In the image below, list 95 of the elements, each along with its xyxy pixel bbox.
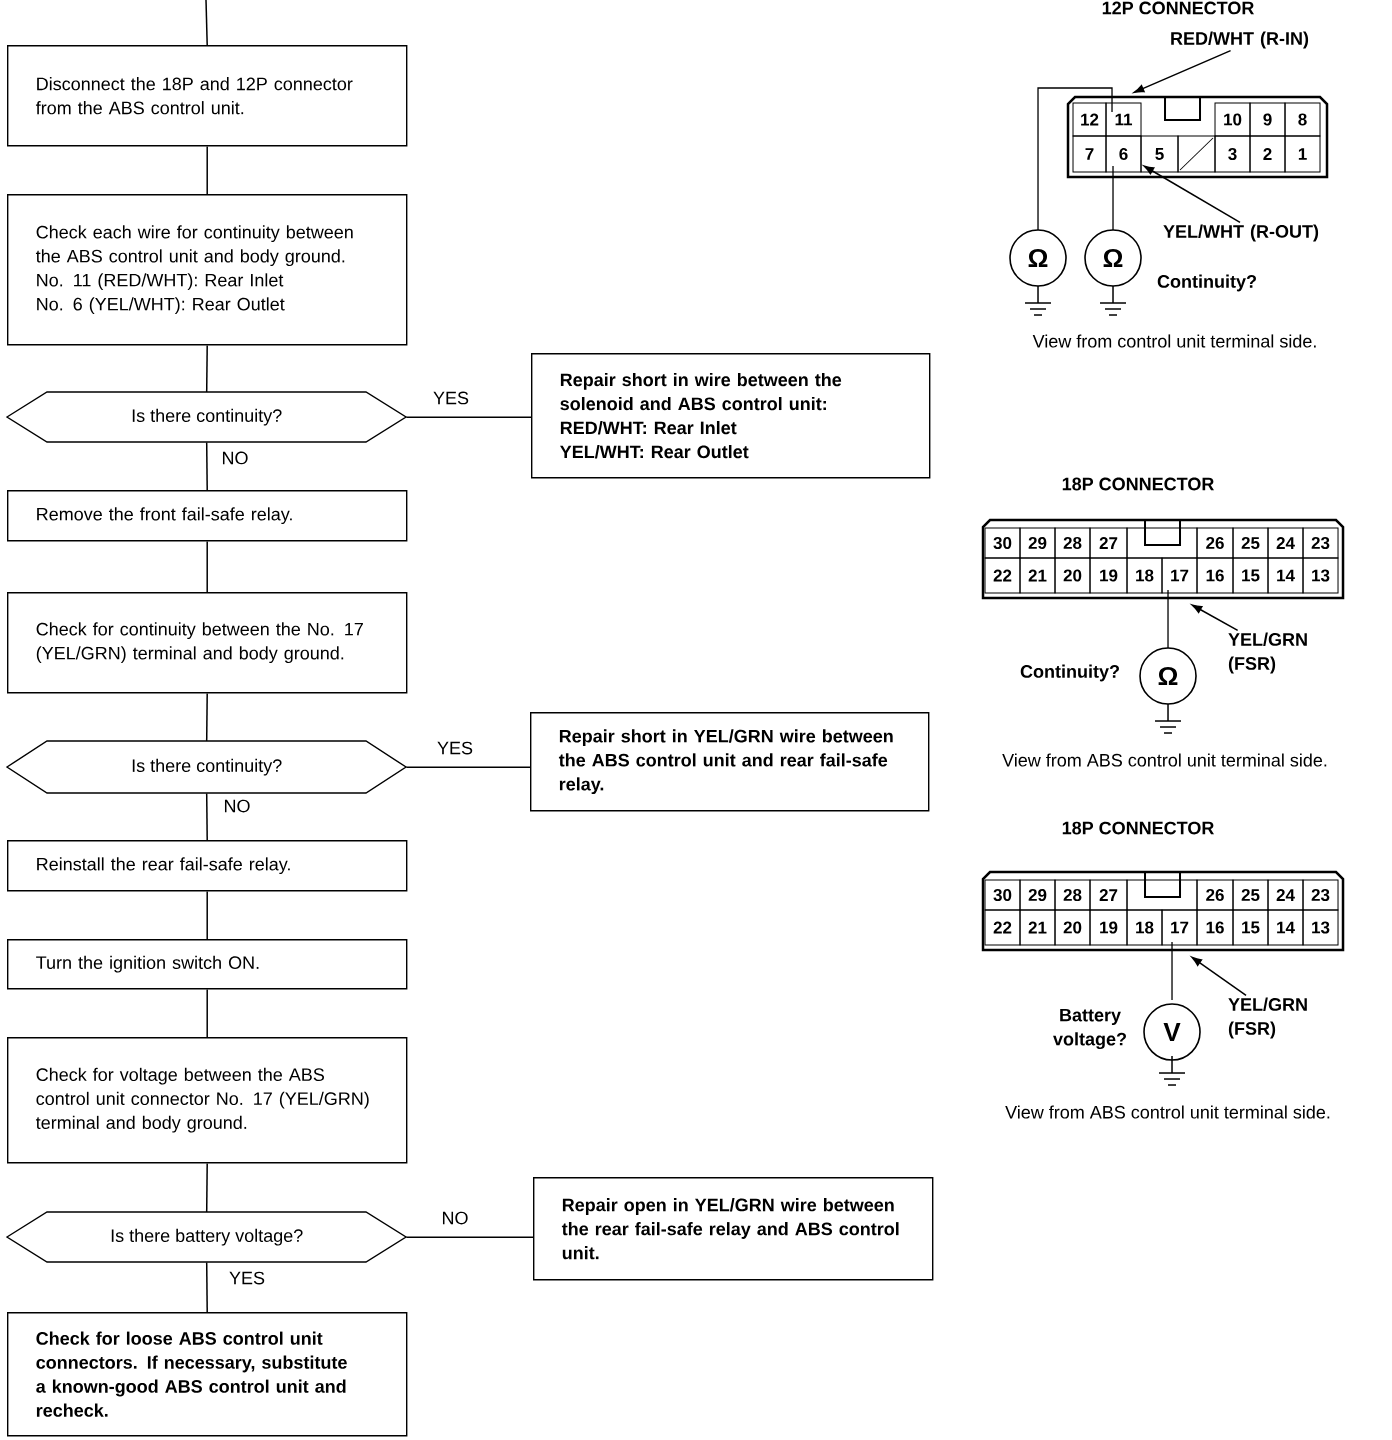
- connector-title: 12P CONNECTOR: [1102, 1, 1254, 15]
- process-box: Reinstall the rear fail-safe relay.: [7, 840, 408, 892]
- pin-cell: 28: [1054, 879, 1091, 911]
- pin-cell: 13: [1302, 557, 1339, 594]
- pin-cell: 16: [1196, 557, 1234, 594]
- pin-cell: 23: [1302, 879, 1339, 911]
- pin-cell: 8: [1284, 102, 1321, 137]
- connector-line: [206, 890, 208, 940]
- view-note: View from ABS control unit terminal side.: [1002, 753, 1327, 767]
- pin-cell: 19: [1089, 557, 1128, 594]
- question-label: Continuity?: [1020, 664, 1119, 682]
- pin-cell: 5: [1140, 135, 1179, 173]
- process-box: Check for loose ABS control unit connectors. If necessary, substitute a known-good ABS control unit and recheck.: [7, 1312, 408, 1437]
- pin-cell: 13: [1302, 909, 1339, 946]
- connector-line: [405, 416, 532, 418]
- wire-label: YEL/WHT (R-OUT): [1163, 224, 1319, 242]
- process-box: Repair open in YEL/GRN wire between the rear fail-safe relay and ABS control unit.: [533, 1177, 934, 1281]
- pin-cell: 19: [1089, 909, 1128, 946]
- pin-cell: 18: [1126, 909, 1163, 946]
- pin-cell: 26: [1196, 879, 1234, 911]
- question-label: Battery voltage?: [1053, 1008, 1126, 1050]
- process-box: Turn the ignition switch ON.: [7, 939, 408, 990]
- pin-cell: 3: [1214, 135, 1251, 173]
- edge-label: NO: [220, 450, 250, 466]
- connector-line: [206, 145, 208, 195]
- pin-cell: 24: [1267, 879, 1304, 911]
- question-label: Continuity?: [1157, 274, 1256, 292]
- pin-cell: 22: [984, 909, 1021, 946]
- edge-label: YES: [432, 390, 470, 406]
- pin-cell: 16: [1196, 909, 1234, 946]
- connector-line: [206, 540, 208, 593]
- connector-line: [205, 344, 208, 393]
- pin-cell: 6: [1105, 135, 1142, 173]
- connector-line: [205, 441, 208, 491]
- wire-label: RED/WHT (R-IN): [1171, 31, 1309, 49]
- pin-cell: 12: [1072, 102, 1107, 137]
- process-box: Disconnect the 18P and 12P connector from the ABS control unit.: [7, 45, 408, 147]
- connector-title: 18P CONNECTOR: [1062, 477, 1214, 491]
- pin-cell: 15: [1232, 557, 1269, 594]
- pin-cell: 29: [1019, 879, 1056, 911]
- view-note: View from control unit terminal side.: [1032, 334, 1316, 348]
- connector-line: [205, 692, 208, 742]
- process-box: Repair short in wire between the solenoid and ABS control unit: RED/WHT: Rear Inlet YEL/WHT: Rear Outlet: [531, 353, 931, 479]
- pin-cell: 22: [984, 557, 1021, 594]
- pin-cell: 20: [1054, 909, 1091, 946]
- process-box: Check for voltage between the ABS control unit connector No. 17 (YEL/GRN) terminal and body ground.: [7, 1037, 408, 1164]
- pin-cell: 17: [1161, 557, 1198, 594]
- connector-line: [205, 0, 208, 46]
- pin-cell: 23: [1302, 527, 1339, 559]
- wire-label: YEL/GRN (FSR): [1228, 997, 1307, 1039]
- pin-cell: 2: [1249, 135, 1286, 173]
- leader-line: [1191, 956, 1247, 997]
- pin-cell: 28: [1054, 527, 1091, 559]
- edge-label: YES: [436, 740, 474, 756]
- pin-cell: 11: [1105, 102, 1142, 137]
- leader-line: [1133, 49, 1232, 93]
- view-note: View from ABS control unit terminal side.: [1005, 1105, 1330, 1119]
- edge-label: NO: [222, 798, 252, 814]
- edge-label: YES: [228, 1270, 266, 1286]
- pin-cell: 14: [1267, 909, 1304, 946]
- leader-line: [1143, 165, 1241, 224]
- pin-cell: 21: [1019, 557, 1056, 594]
- process-box: Repair short in YEL/GRN wire between the ABS control unit and rear fail-safe relay.: [530, 712, 930, 812]
- connector-line: [206, 988, 208, 1038]
- pin-cell: 10: [1214, 102, 1251, 137]
- pin-cell: 25: [1232, 879, 1269, 911]
- pin-cell: 24: [1267, 527, 1304, 559]
- connector-line: [405, 1236, 534, 1238]
- pin-cell: 20: [1054, 557, 1091, 594]
- process-box: Check for continuity between the No. 17 (YEL/GRN) terminal and body ground.: [7, 592, 408, 694]
- pin-cell: 21: [1019, 909, 1056, 946]
- edge-label: NO: [440, 1210, 470, 1226]
- leader-line: [1191, 604, 1239, 632]
- pin-cell: 9: [1249, 102, 1286, 137]
- pin-cell: 7: [1072, 135, 1107, 173]
- connector-title: 18P CONNECTOR: [1062, 821, 1214, 835]
- process-box: Remove the front fail-safe relay.: [7, 490, 408, 542]
- pin-cell: 25: [1232, 527, 1269, 559]
- pin-cell: 17: [1161, 909, 1198, 946]
- wire-label: YEL/GRN (FSR): [1228, 632, 1307, 674]
- pin-cell: 30: [984, 879, 1021, 911]
- pin-cell: 1: [1284, 135, 1321, 173]
- pin-cell: 27: [1089, 879, 1128, 911]
- process-box: Check each wire for continuity between the ABS control unit and body ground. No. 11 (RED/WHT): Rear Inlet No. 6 (YEL/WHT): Rear Outlet: [7, 194, 408, 346]
- pin-cell: 29: [1019, 527, 1056, 559]
- pin-cell: 18: [1126, 557, 1163, 594]
- connector-line: [405, 766, 531, 768]
- connector-line: [205, 792, 208, 841]
- connector-line: [205, 1162, 208, 1213]
- connector-line: [205, 1261, 208, 1313]
- pin-cell: 14: [1267, 557, 1304, 594]
- pin-cell: 15: [1232, 909, 1269, 946]
- pin-cell: 30: [984, 527, 1021, 559]
- pin-cell: 27: [1089, 527, 1128, 559]
- pin-cell: 26: [1196, 527, 1234, 559]
